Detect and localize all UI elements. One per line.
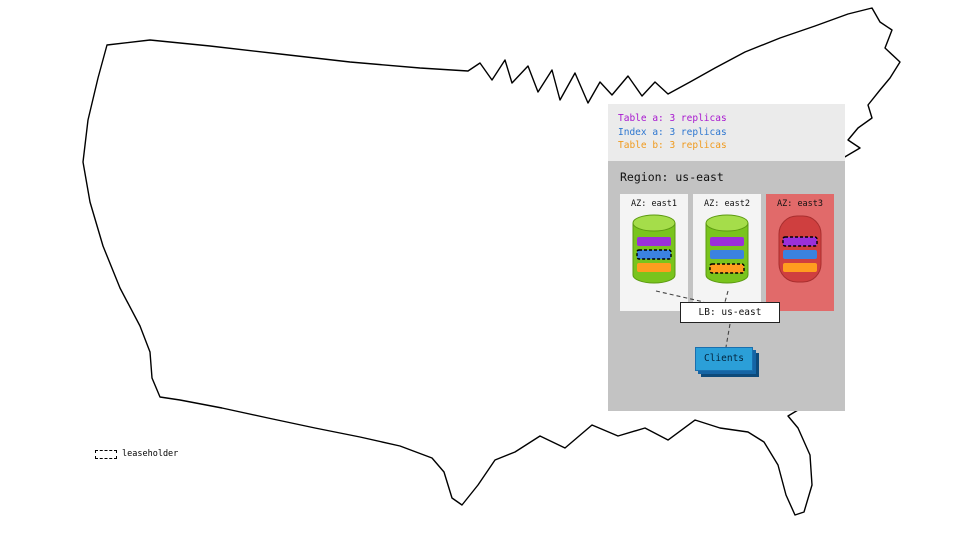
leaseholder-legend-label: leaseholder [122, 449, 179, 459]
region-box: Region: us-east AZ: east1 AZ: east2 [608, 161, 845, 411]
leaseholder-legend: leaseholder [95, 449, 178, 459]
legend-table-a: Table a: 3 replicas [618, 113, 727, 124]
clients-box: Clients [695, 347, 753, 371]
replica-band-table-b-leaseholder [709, 263, 745, 274]
az-box-east1: AZ: east1 [620, 194, 688, 311]
replica-band-index-a [710, 250, 744, 259]
replica-band-table-b [783, 263, 817, 272]
az-label-east2: AZ: east2 [703, 199, 751, 209]
load-balancer-box: LB: us-east [680, 302, 780, 323]
replica-band-index-a-leaseholder [636, 249, 672, 260]
replica-band-table-a-leaseholder [782, 236, 818, 247]
replica-band-index-a [783, 250, 817, 259]
replica-band-table-b [637, 263, 671, 272]
az-box-east3: AZ: east3 [766, 194, 834, 311]
leaseholder-dashed-swatch [95, 449, 117, 459]
region-title: Region: us-east [620, 170, 724, 184]
legend-table-b: Table b: 3 replicas [618, 140, 727, 151]
legend-index-a: Index a: 3 replicas [618, 126, 727, 138]
database-cylinder-east1 [632, 214, 676, 284]
az-label-east1: AZ: east1 [630, 199, 678, 209]
replica-band-table-a [637, 237, 671, 246]
replica-legend-box: Table a: 3 replicas Index a: 3 replicas … [608, 104, 845, 161]
clients-label: Clients [703, 353, 745, 364]
az-box-east2: AZ: east2 [693, 194, 761, 311]
load-balancer-label: LB: us-east [698, 307, 762, 318]
replica-band-table-a [710, 237, 744, 246]
database-cylinder-east3-down [778, 215, 822, 283]
az-label-east3: AZ: east3 [776, 199, 824, 209]
database-cylinder-east2 [705, 214, 749, 284]
